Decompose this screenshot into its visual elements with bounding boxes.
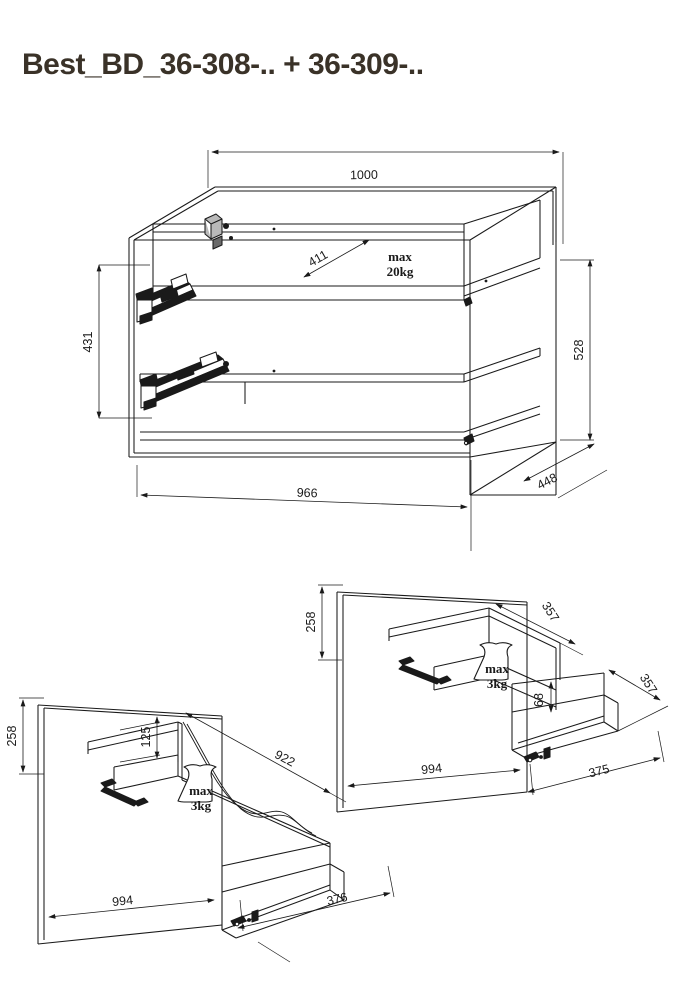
dimension-label-258-lower: 258 xyxy=(5,726,19,747)
dimension-994-lower xyxy=(48,898,215,919)
lower-drawer-isometric xyxy=(19,697,395,963)
dimension-label-528: 528 xyxy=(572,340,586,361)
carcass-outer-shell xyxy=(128,186,557,496)
lower-drawer-load-label-line2: 3kg xyxy=(191,798,212,813)
dimension-258-upper xyxy=(318,584,343,661)
dimension-357-back xyxy=(495,603,584,656)
carcass-right-fittings xyxy=(463,296,475,446)
upper-drawer-slide xyxy=(523,746,551,763)
dimension-label-357-front: 357 xyxy=(637,671,660,696)
dimension-label-376: 376 xyxy=(325,890,349,908)
dimension-357-front xyxy=(608,669,669,732)
dimension-label-258-upper: 258 xyxy=(304,612,318,633)
upper-drawer-front-panel xyxy=(336,591,528,813)
cabinet-carcass-isometric xyxy=(96,149,608,551)
dimension-label-125: 125 xyxy=(139,727,153,748)
cabinet-load-label-line2: 20kg xyxy=(387,264,414,279)
carcass-top-rail xyxy=(152,199,541,287)
upper-drawer-handle-icon xyxy=(398,656,452,685)
page-title: Best_BD_36-308-.. + 36-309-.. xyxy=(22,48,424,81)
dimension-label-994-upper: 994 xyxy=(420,761,442,777)
dimension-375 xyxy=(527,730,665,796)
cam-connector-block xyxy=(204,213,223,250)
dimension-label-357-back: 357 xyxy=(539,599,562,624)
dimension-258-lower xyxy=(19,697,44,775)
lower-drawer-load-label-line1: max xyxy=(189,783,213,798)
carcass-lower-interior xyxy=(140,405,541,441)
dimension-431 xyxy=(96,264,152,419)
upper-drawer-right-extension xyxy=(511,672,619,758)
dimension-label-994-lower: 994 xyxy=(111,893,133,909)
dimension-411 xyxy=(303,239,370,278)
dimension-1000 xyxy=(207,149,564,244)
dimension-966 xyxy=(136,460,472,551)
dimension-label-922: 922 xyxy=(272,747,297,769)
upper-drawer-load-badge xyxy=(473,642,513,681)
dimension-448 xyxy=(523,443,608,499)
dimension-125 xyxy=(119,716,161,763)
carcass-drill-markers xyxy=(223,223,488,373)
dimension-label-1000: 1000 xyxy=(350,168,378,183)
lower-drawer-handle-icon xyxy=(100,778,149,807)
dimension-label-431: 431 xyxy=(81,332,95,353)
dimension-label-411: 411 xyxy=(306,247,330,269)
drawer-runner-upper xyxy=(135,273,197,325)
cabinet-load-label-line1: max xyxy=(388,249,412,264)
dimension-label-966: 966 xyxy=(296,486,317,501)
dimension-994-upper xyxy=(347,768,521,788)
dimension-376 xyxy=(237,865,395,963)
dimension-label-375: 375 xyxy=(587,762,611,781)
upper-drawer-load-label-line1: max xyxy=(485,661,509,676)
upper-drawer-load-label-line2: 3kg xyxy=(487,676,508,691)
dimension-922 xyxy=(185,712,347,803)
carcass-back-panel xyxy=(152,267,541,301)
drawer-runner-lower xyxy=(139,351,230,411)
dimension-528 xyxy=(560,259,594,441)
lower-drawer-slide xyxy=(230,909,259,927)
upper-drawer-isometric xyxy=(318,584,669,813)
dimension-label-68: 68 xyxy=(532,693,546,707)
